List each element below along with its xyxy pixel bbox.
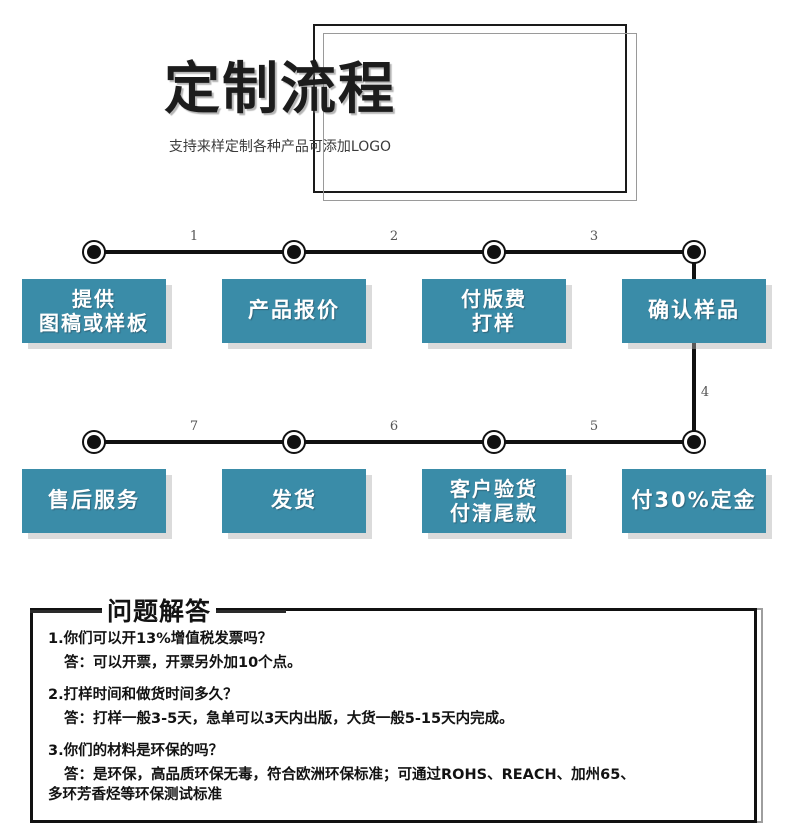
header-banner: 定制流程 支持来样定制各种产品可添加LOGO (0, 0, 790, 215)
step-number-3: 3 (589, 229, 599, 244)
flow-node-6[interactable] (282, 430, 306, 454)
flow-node-5[interactable] (482, 430, 506, 454)
flow-step-box-5[interactable]: 客户验货付清尾款 (422, 469, 566, 533)
header-frame-inner (323, 33, 637, 201)
flow-step-box-2[interactable]: 产品报价 (222, 279, 366, 343)
faq-question-1: 1.你们可以开13%增值税发票吗？ (48, 631, 273, 647)
faq-item-3: 3.你们的材料是环保的吗？ 答：是环保，高品质环保无毒，符合欧洲环保标准；可通过… (48, 742, 748, 806)
faq-title-wrap: 问题解答 (30, 595, 330, 627)
flow-node-2[interactable] (282, 240, 306, 264)
faq-question-3: 3.你们的材料是环保的吗？ (48, 743, 224, 760)
flow-node-4[interactable] (682, 240, 706, 264)
flow-step-box-3[interactable]: 付版费打样 (422, 279, 566, 343)
faq-item-1: 1.你们可以开13%增值税发票吗？ 答：可以开票，开票另外加10个点。 (48, 630, 748, 673)
flow-line-vertical-4 (692, 250, 696, 440)
header-frame-outer (313, 24, 627, 193)
step-number-4: 4 (700, 385, 710, 400)
flow-node-3[interactable] (482, 240, 506, 264)
step-number-2: 2 (389, 229, 399, 244)
flow-line-row1 (94, 250, 694, 254)
faq-item-2: 2.打样时间和做货时间多久？ 答：打样一般3-5天，急单可以3天内出版，大货一般… (48, 686, 748, 729)
flow-step-label-6: 发货 (271, 488, 317, 513)
flow-node-5-end[interactable] (682, 430, 706, 454)
faq-answer-2: 答：打样一般3-5天，急单可以3天内出版，大货一般5-15天内完成。 (64, 710, 514, 727)
flow-step-label-4: 确认样品 (648, 298, 740, 323)
flow-step-label-1: 提供图稿或样板 (39, 286, 149, 335)
faq-box (30, 608, 757, 823)
flow-step-label-5: 客户验货付清尾款 (450, 476, 538, 525)
faq-rule-right (216, 609, 287, 613)
flow-step-box-1[interactable]: 提供图稿或样板 (22, 279, 166, 343)
faq-answer-1: 答：可以开票，开票另外加10个点。 (64, 654, 302, 671)
step-number-6: 6 (389, 419, 399, 434)
step-number-7: 7 (189, 419, 199, 434)
flow-step-box-7[interactable]: 售后服务 (22, 469, 166, 533)
faq-rule-left (30, 609, 102, 613)
flow-step-label-3: 付版费打样 (461, 286, 527, 335)
flow-step-label-2: 产品报价 (248, 298, 340, 323)
faq-question-2: 2.打样时间和做货时间多久？ (48, 687, 238, 704)
flow-step-label-4b: 付30%定金 (631, 488, 757, 513)
faq-title: 问题解答 (102, 598, 217, 624)
flow-step-box-4b[interactable]: 付30%定金 (622, 469, 766, 533)
step-number-5: 5 (589, 419, 599, 434)
page-title: 定制流程 (164, 57, 396, 122)
flow-step-box-4[interactable]: 确认样品 (622, 279, 766, 343)
flow-node-7[interactable] (82, 430, 106, 454)
flow-step-label-7: 售后服务 (48, 488, 140, 513)
flow-line-row2 (94, 440, 694, 444)
faq-answer-3: 答：是环保，高品质环保无毒，符合欧洲环保标准；可通过ROHS、REACH、加州6… (64, 766, 635, 783)
page-subtitle: 支持来样定制各种产品可添加LOGO (168, 139, 392, 155)
faq-answer-3-cont: 多环芳香烃等环保测试标准 (48, 787, 222, 804)
process-flow-diagram: 1 2 3 提供图稿或样板 产品报价 付版费打样 确认样品 4 7 6 5 售后… (0, 215, 790, 575)
flow-node-1[interactable] (82, 240, 106, 264)
flow-step-box-6[interactable]: 发货 (222, 469, 366, 533)
step-number-1: 1 (189, 229, 199, 244)
faq-list: 1.你们可以开13%增值税发票吗？ 答：可以开票，开票另外加10个点。 2.打样… (48, 630, 748, 819)
